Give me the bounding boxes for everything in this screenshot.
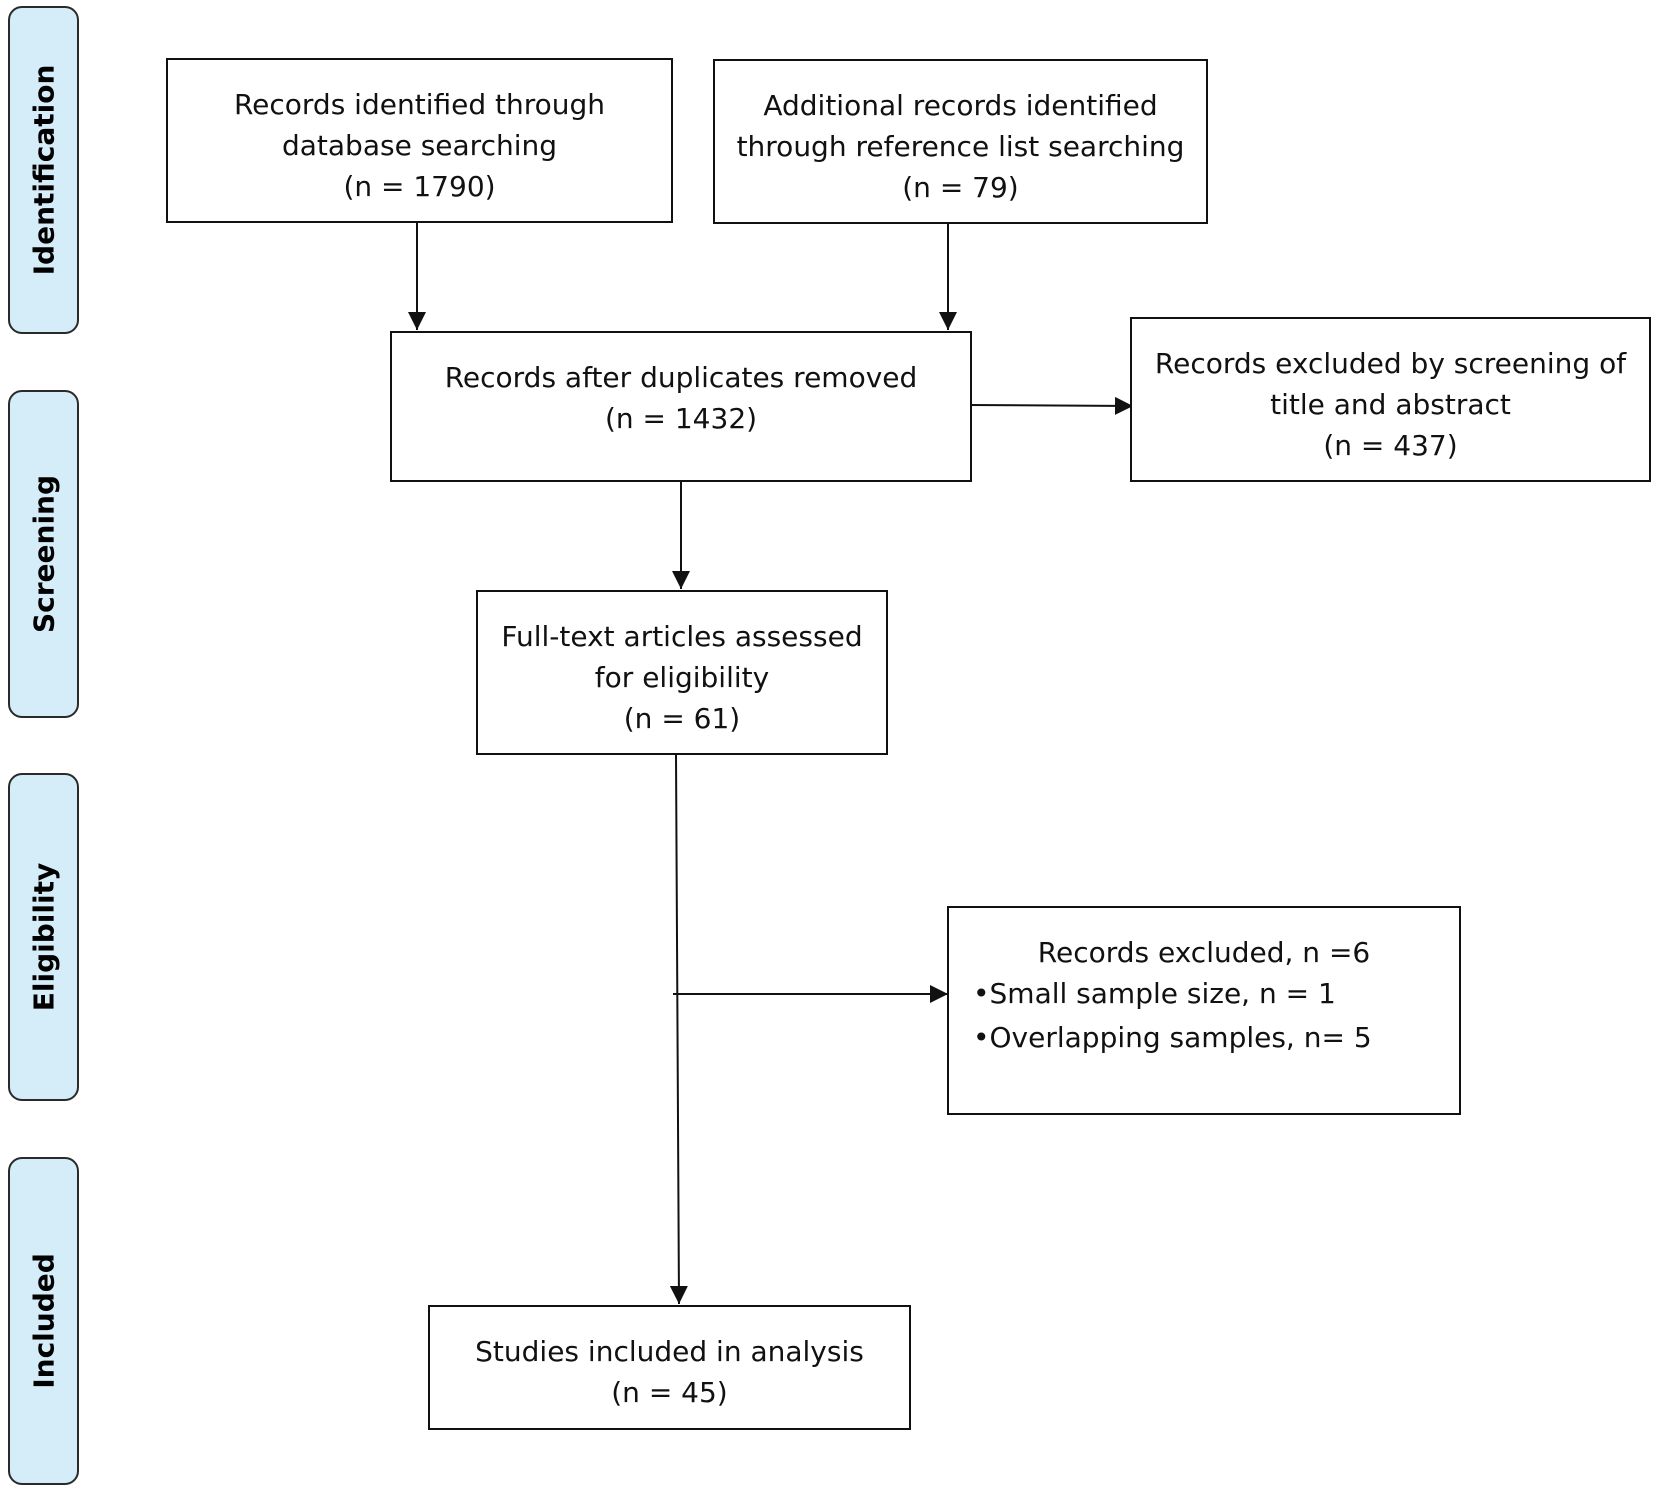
box-text-line: Records excluded by screening of (1154, 347, 1627, 380)
box-title-line: Records excluded, n =6 (1037, 936, 1371, 969)
box-studies-included: Studies included in analysis (n = 45) (428, 1305, 911, 1430)
stage-included: Included (8, 1157, 79, 1485)
box-text-line: Full-text articles assessed (501, 620, 863, 653)
box-text-line: database searching (281, 129, 558, 162)
box-records-excluded-title-abstract: Records excluded by screening of title a… (1130, 317, 1651, 482)
exclusion-reason-item: •Overlapping samples, n= 5 (973, 1021, 1372, 1054)
stage-included-label: Included (27, 1253, 60, 1389)
box-records-identified-database: Records identified through database sear… (166, 58, 673, 223)
exclusion-reason-item: •Small sample size, n = 1 (973, 977, 1336, 1010)
box-text-line: Records after duplicates removed (444, 361, 918, 394)
box-fulltext-assessed: Full-text articles assessed for eligibil… (476, 590, 888, 755)
box-count: (n = 1790) (343, 170, 496, 203)
stage-identification: Identification (8, 6, 79, 334)
box-count: (n = 437) (1323, 429, 1458, 462)
box-count: (n = 45) (611, 1376, 728, 1409)
box-count: (n = 79) (902, 171, 1019, 204)
box-text-line: title and abstract (1270, 388, 1511, 421)
box-records-after-duplicates: Records after duplicates removed (n = 14… (390, 331, 972, 482)
box-count: (n = 1432) (604, 402, 758, 435)
box-count: (n = 61) (623, 702, 741, 735)
arrow-fulltext-to-included (669, 754, 688, 1305)
box-text-line: for eligibility (594, 661, 770, 694)
arrow-duplicates-to-excluded-title (967, 396, 1134, 415)
stage-eligibility-label: Eligibility (27, 862, 60, 1012)
box-text-line: Additional records identified (763, 89, 1158, 122)
stage-screening: Screening (8, 390, 79, 718)
box-text-line: Records identified through (233, 88, 606, 121)
stage-eligibility: Eligibility (8, 773, 79, 1101)
stage-screening-label: Screening (27, 474, 60, 634)
box-additional-records-reference: Additional records identified through re… (713, 59, 1208, 224)
stage-identification-label: Identification (27, 64, 60, 276)
box-text-line: Studies included in analysis (475, 1335, 864, 1368)
box-text-line: through reference list searching (736, 130, 1185, 163)
box-records-excluded-eligibility: Records excluded, n =6 •Small sample siz… (947, 906, 1461, 1115)
